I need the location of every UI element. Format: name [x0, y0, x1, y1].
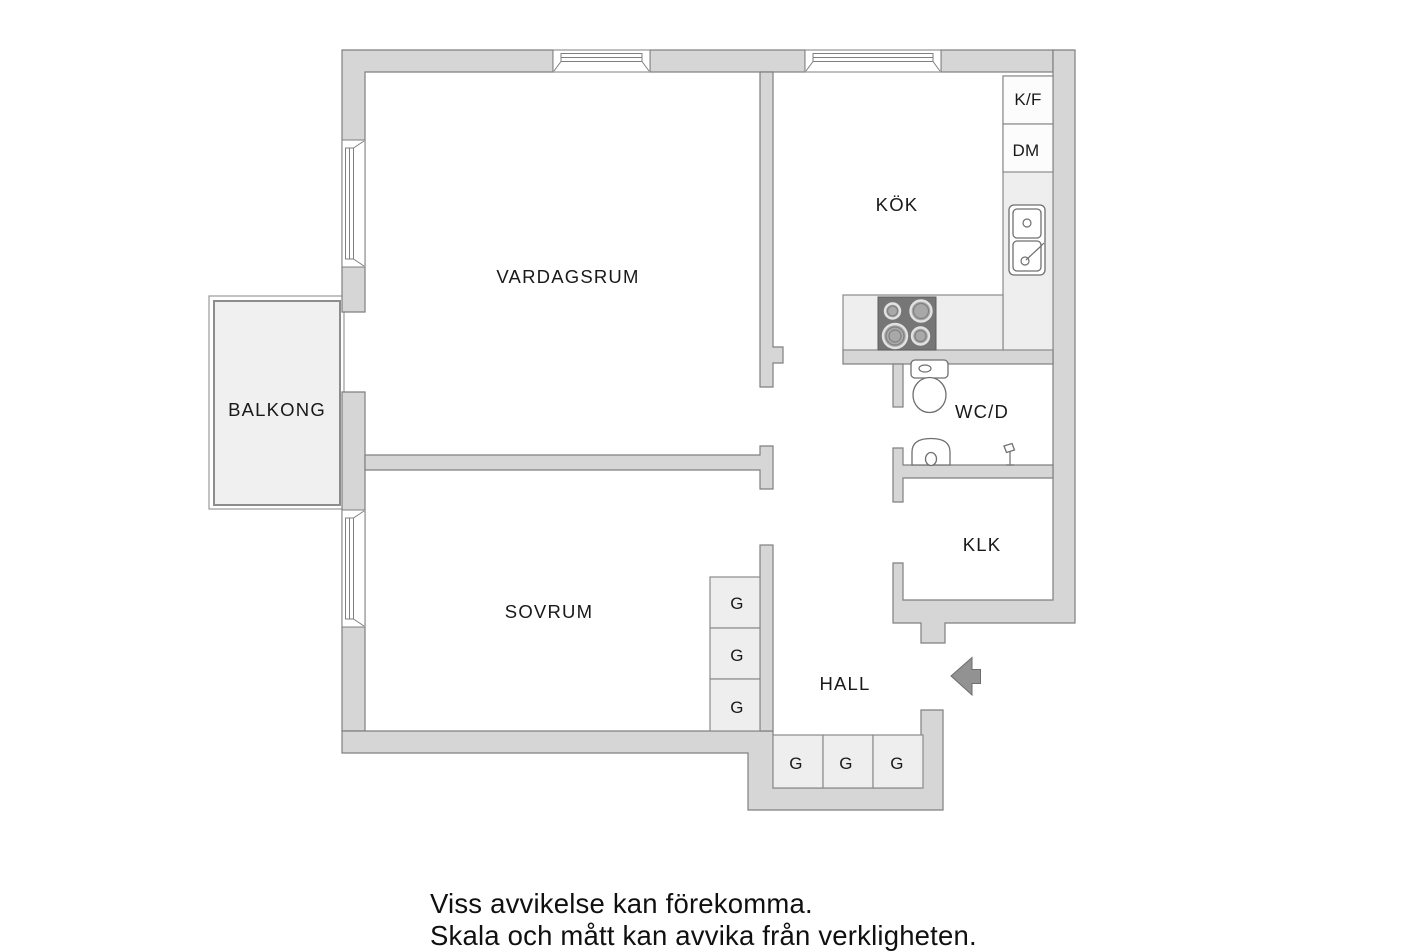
wardrobe-label: G: [890, 754, 904, 774]
wall-top-middle: [650, 50, 805, 72]
toilet-icon: [911, 360, 948, 413]
kitchen-sink-icon: [1009, 205, 1045, 275]
disclaimer-line-1: Viss avvikelse kan förekomma.: [430, 888, 977, 920]
disclaimer-text: Viss avvikelse kan förekomma. Skala och …: [430, 888, 977, 951]
wall-top-right: [941, 50, 1053, 72]
room-label-balkong: BALKONG: [228, 399, 326, 421]
room-label-klk: KLK: [963, 534, 1002, 556]
wardrobe-label: G: [730, 698, 744, 718]
room-label-wcd: WC/D: [955, 401, 1009, 423]
window-icon-vardagsrum-left: [342, 140, 365, 267]
wall-sovrum-hall: [760, 545, 773, 731]
tap-icon: [1004, 444, 1015, 466]
wardrobe-label: G: [730, 594, 744, 614]
room-label-vardagsrum: VARDAGSRUM: [496, 266, 639, 288]
disclaimer-line-2: Skala och mått kan avvika från verklighe…: [430, 920, 977, 951]
room-label-kok: KÖK: [876, 194, 919, 216]
wall-vardagsrum-sovrum: [365, 446, 773, 489]
label-fridge-freezer: K/F: [1014, 90, 1041, 110]
room-label-hall: HALL: [819, 673, 870, 695]
window-icon-kok-top: [805, 50, 941, 72]
wall-kok-vardagsrum: [760, 72, 783, 387]
washbasin-icon: [912, 439, 950, 466]
wall-wcd-left-upper: [893, 364, 903, 407]
stove-icon: [878, 297, 936, 350]
window-icon-sovrum-left: [342, 510, 365, 627]
wardrobe-label: G: [730, 646, 744, 666]
room-label-sovrum: SOVRUM: [505, 601, 593, 623]
wardrobe-label: G: [789, 754, 803, 774]
entry-arrow-icon: [951, 658, 981, 696]
label-dishwasher: DM: [1012, 141, 1039, 161]
wardrobe-label: G: [839, 754, 853, 774]
window-icon-vardagsrum-top: [553, 50, 650, 72]
